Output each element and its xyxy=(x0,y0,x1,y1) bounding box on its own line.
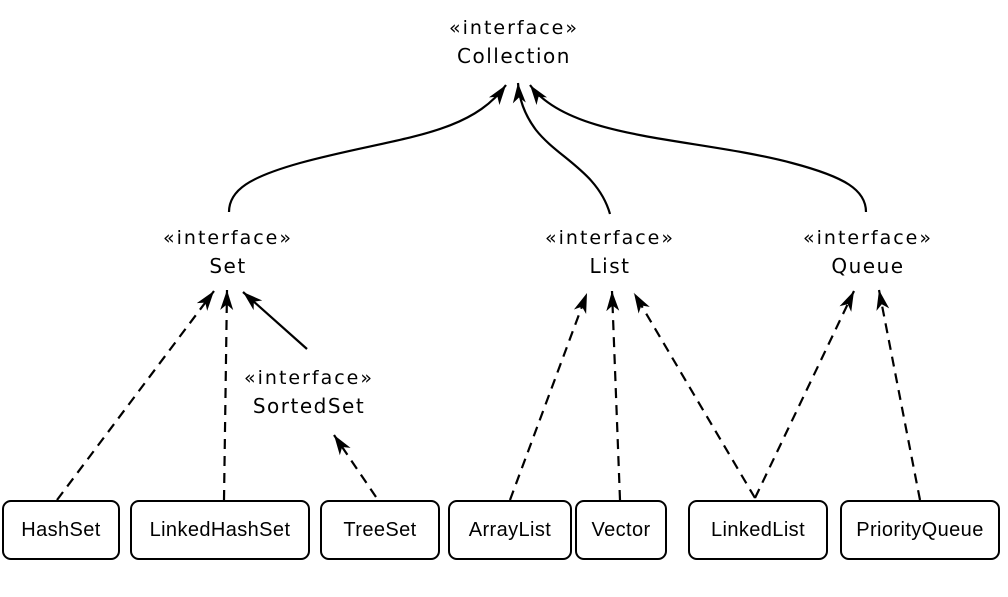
set-stereotype: «interface» xyxy=(163,227,293,249)
edge-vector-to-list xyxy=(606,290,622,501)
collection-stereotype: «interface» xyxy=(449,17,579,39)
list-name: List xyxy=(589,254,631,278)
set-name: Set xyxy=(209,254,247,278)
class-label: Vector xyxy=(591,518,651,541)
edge-linkedlist-to-queue xyxy=(754,290,855,499)
class-label: ArrayList xyxy=(468,518,552,541)
class-box-linkedlist: LinkedList xyxy=(688,500,828,560)
edge-arraylist-to-list xyxy=(508,292,589,501)
node-queue: «interface» Queue xyxy=(758,226,978,278)
node-list: «interface» List xyxy=(500,226,720,278)
class-box-hashset: HashSet xyxy=(2,500,120,560)
class-box-vector: Vector xyxy=(575,500,667,560)
edge-treeset-to-sortedset xyxy=(333,434,377,498)
class-box-arraylist: ArrayList xyxy=(448,500,572,560)
node-sortedset: «interface» SortedSet xyxy=(199,366,419,418)
class-box-priorityqueue: PriorityQueue xyxy=(840,500,1000,560)
edge-priorityqueue-to-queue xyxy=(876,289,922,501)
edge-hashset-to-set xyxy=(56,290,215,501)
edge-set-to-collection xyxy=(227,84,507,213)
class-box-treeset: TreeSet xyxy=(320,500,440,560)
edge-list-to-collection xyxy=(512,82,612,215)
edge-linkedhashset-to-set xyxy=(220,289,234,501)
edge-queue-to-collection xyxy=(529,84,868,213)
list-stereotype: «interface» xyxy=(545,227,675,249)
node-set: «interface» Set xyxy=(118,226,338,278)
edge-linkedlist-to-list xyxy=(633,292,756,499)
queue-stereotype: «interface» xyxy=(803,227,933,249)
class-label: TreeSet xyxy=(343,518,417,541)
node-collection: «interface» Collection xyxy=(404,16,624,68)
edge-sortedset-to-set xyxy=(242,291,308,350)
class-label: LinkedList xyxy=(710,518,806,541)
collection-name: Collection xyxy=(457,44,571,68)
class-box-linkedhashset: LinkedHashSet xyxy=(130,500,310,560)
sortedset-name: SortedSet xyxy=(252,394,366,418)
class-label: HashSet xyxy=(21,518,101,541)
class-label: PriorityQueue xyxy=(856,518,984,541)
sortedset-stereotype: «interface» xyxy=(244,367,374,389)
class-label: LinkedHashSet xyxy=(149,518,291,541)
queue-name: Queue xyxy=(831,254,905,278)
